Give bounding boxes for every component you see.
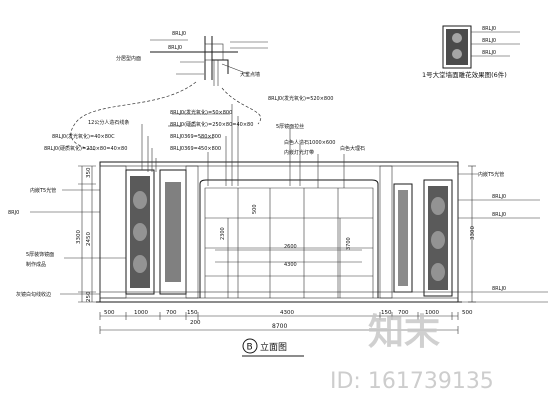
detail-right-code-1: 8RLJ0	[482, 26, 496, 32]
main-elevation	[96, 161, 462, 303]
left-callout-mirror: 5厚装饰镜面	[26, 251, 54, 258]
detail-right-code-3: 8RLJ0	[482, 50, 496, 56]
bottom-dim-9: 500	[462, 310, 473, 316]
left-callout-t5: 内嵌T5光管	[30, 187, 56, 194]
inner-dim-1: 500	[252, 204, 258, 214]
bottom-dim-total: 8700	[272, 323, 287, 330]
bottom-dim-7: 700	[398, 310, 409, 316]
left-callouts: 内嵌T5光管 8RJ0 5厚装饰镜面 制作成品 灰镜白勾线收边	[8, 187, 126, 298]
right-callout-t5: 内嵌T5光管	[478, 171, 504, 178]
callout-leaders	[141, 104, 345, 188]
callout-code-f: 8RLJ0369=580×800	[170, 134, 221, 140]
left-callout-product: 制作成品	[26, 261, 46, 268]
inner-dim-5: 3700	[346, 237, 352, 250]
left-callout-edge: 灰镜白勾线收边	[16, 291, 51, 298]
detail-top-code-1: 8RLJ0	[172, 31, 186, 37]
right-callout-code-1: 8RLJ0	[492, 194, 506, 200]
left-dim-mid: 2450	[86, 232, 92, 246]
bottom-dim-sub: 200	[190, 320, 201, 326]
leader-curve-left	[70, 81, 197, 151]
bottom-dim-1: 500	[104, 310, 115, 316]
watermark-id: ID: 161739135	[330, 369, 494, 394]
left-dim-bottom: 250	[86, 291, 92, 302]
left-dimensions: 350 2450 250 3300	[76, 165, 96, 303]
top-callouts: 12公分人造石线条 8RLJ0(发光氧化)=40×80C 8RLJ0(硬质氧化)…	[44, 95, 365, 156]
detail-top-note-a: 分居型内面	[116, 55, 141, 62]
left-dim-top: 350	[86, 167, 92, 178]
callout-light-strip: 内嵌灯光灯带	[284, 149, 314, 156]
callout-marble: 白色大理石	[340, 145, 365, 152]
leader-curve-mid	[221, 87, 261, 125]
drawing-title: B 立面图	[242, 338, 304, 357]
left-dim-total: 3300	[76, 230, 82, 244]
inner-dim-2: 2300	[220, 227, 226, 240]
callout-code-a: 8RLJ0(发光氧化)=40×80C	[52, 133, 115, 140]
watermark: 知末 ID: 161739135	[330, 312, 494, 394]
right-dim-total: 3300	[470, 226, 476, 240]
inner-dim-3: 2600	[284, 244, 297, 250]
right-callout-code-2: 8RLJ0	[492, 212, 506, 218]
title-label: 立面图	[260, 341, 287, 353]
bottom-dim-8: 1000	[425, 310, 439, 316]
callout-mirror: 5厚镜面拉丝	[276, 123, 304, 130]
callout-code-d: 8RLJ0(发光氧化)=520×800	[268, 95, 333, 102]
right-dimensions: 3300 内嵌T5光管 8RLJ0 8RLJ0 8RLJ0	[458, 165, 548, 303]
bottom-dimensions: 500 1000 700 150 4300 150 700 1000 500 2…	[99, 310, 473, 334]
detail-top-code-2: 8RLJ0	[168, 45, 182, 51]
detail-top-note-b: 大堂点墙	[240, 71, 260, 78]
callout-code-g: 8RLJ0369=450×800	[170, 146, 221, 152]
callout-code-c: 8RLJ0(发光氧化)=50×800	[170, 109, 232, 116]
callout-code-e: 8RLJ0(硬质氧化)=250×80=40×80	[170, 121, 253, 128]
detail-right-code-2: 8RLJ0	[482, 38, 496, 44]
watermark-logo: 知末	[368, 312, 440, 353]
top-section-detail: 8RLJ0 8RLJ0 分居型内面 大堂点墙	[116, 31, 268, 86]
inner-dimensions: 500 2300 2600 4300 3700	[220, 204, 352, 268]
carved-panel-detail: 8RLJ0 8RLJ0 8RLJ0 1号大堂墙面雕花效果图(6件)	[422, 25, 520, 79]
callout-white-stone: 白色人造石1000×600	[284, 139, 335, 146]
detail-right-title: 1号大堂墙面雕花效果图(6件)	[422, 70, 507, 79]
bottom-dim-2: 1000	[134, 310, 148, 316]
left-callout-code: 8RJ0	[8, 210, 19, 216]
callout-stone-line: 12公分人造石线条	[88, 119, 129, 126]
bottom-dim-4: 150	[187, 310, 198, 316]
bottom-dim-3: 700	[166, 310, 177, 316]
title-circle-letter: B	[247, 343, 253, 353]
right-callout-code-3: 8RLJ0	[492, 286, 506, 292]
bottom-dim-5: 4300	[280, 310, 294, 316]
inner-dim-4: 4300	[284, 262, 297, 268]
callout-code-b: 8RLJ0(硬质氧化)=230×80=40×80	[44, 145, 127, 152]
bottom-dim-6: 150	[381, 310, 392, 316]
